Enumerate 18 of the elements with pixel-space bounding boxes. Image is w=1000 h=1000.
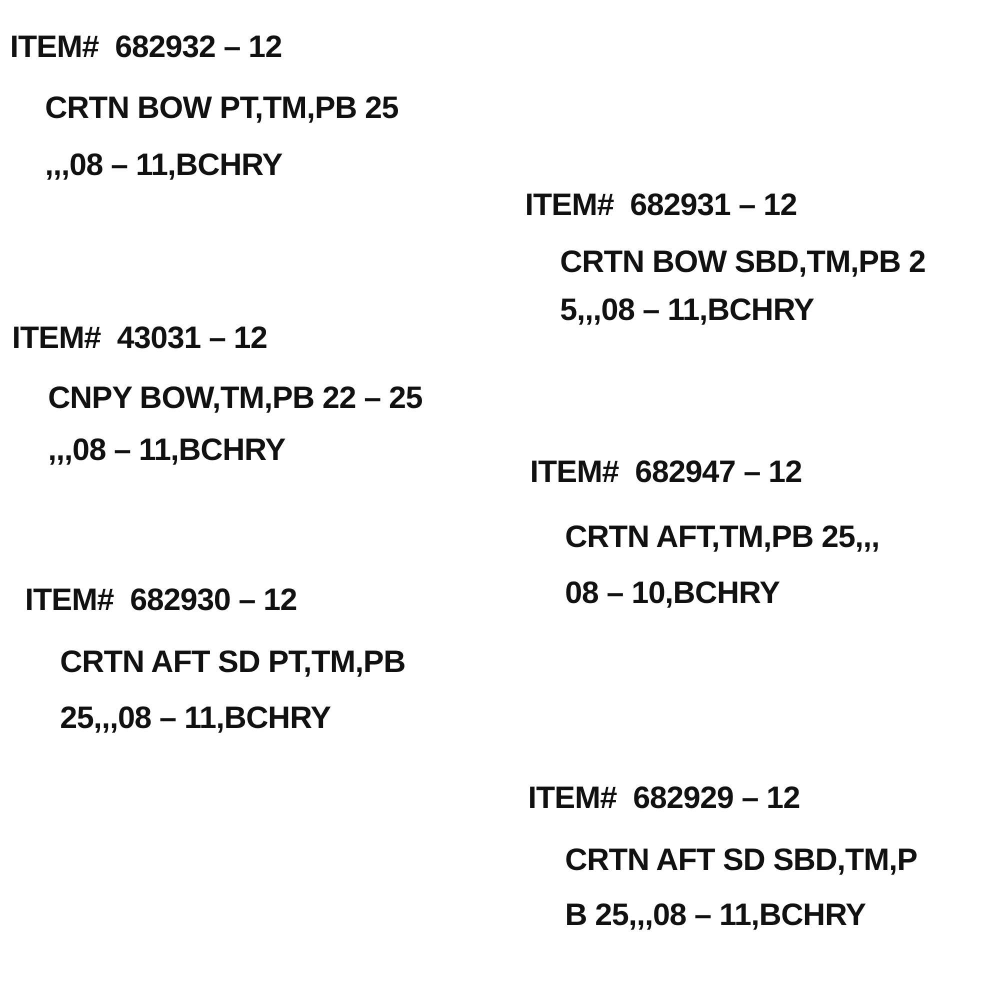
item-number-text: ITEM# 682947 – 12 xyxy=(530,453,802,491)
description-text: CRTN AFT SD SBD,TM,P xyxy=(565,841,918,879)
item-number-text: ITEM# 43031 – 12 xyxy=(12,319,268,357)
description-text: 5,,,08 – 11,BCHRY xyxy=(560,291,814,329)
item-number-text: ITEM# 682930 – 12 xyxy=(25,581,297,619)
item-number-text: ITEM# 682931 – 12 xyxy=(525,186,797,224)
description-text: ,,,08 – 11,BCHRY xyxy=(45,146,282,184)
description-text: CRTN AFT SD PT,TM,PB xyxy=(60,643,406,681)
description-text: 08 – 10,BCHRY xyxy=(565,574,780,612)
description-text: CNPY BOW,TM,PB 22 – 25 xyxy=(48,379,422,417)
description-text: CRTN BOW SBD,TM,PB 2 xyxy=(560,243,926,281)
description-text: ,,,08 – 11,BCHRY xyxy=(48,431,286,469)
item-number-text: ITEM# 682932 – 12 xyxy=(10,28,282,66)
item-number-text: ITEM# 682929 – 12 xyxy=(528,779,800,817)
description-text: CRTN BOW PT,TM,PB 25 xyxy=(45,89,398,127)
description-text: 25,,,08 – 11,BCHRY xyxy=(60,699,331,737)
description-text: CRTN AFT,TM,PB 25,,, xyxy=(565,518,880,556)
description-text: B 25,,,08 – 11,BCHRY xyxy=(565,896,866,934)
